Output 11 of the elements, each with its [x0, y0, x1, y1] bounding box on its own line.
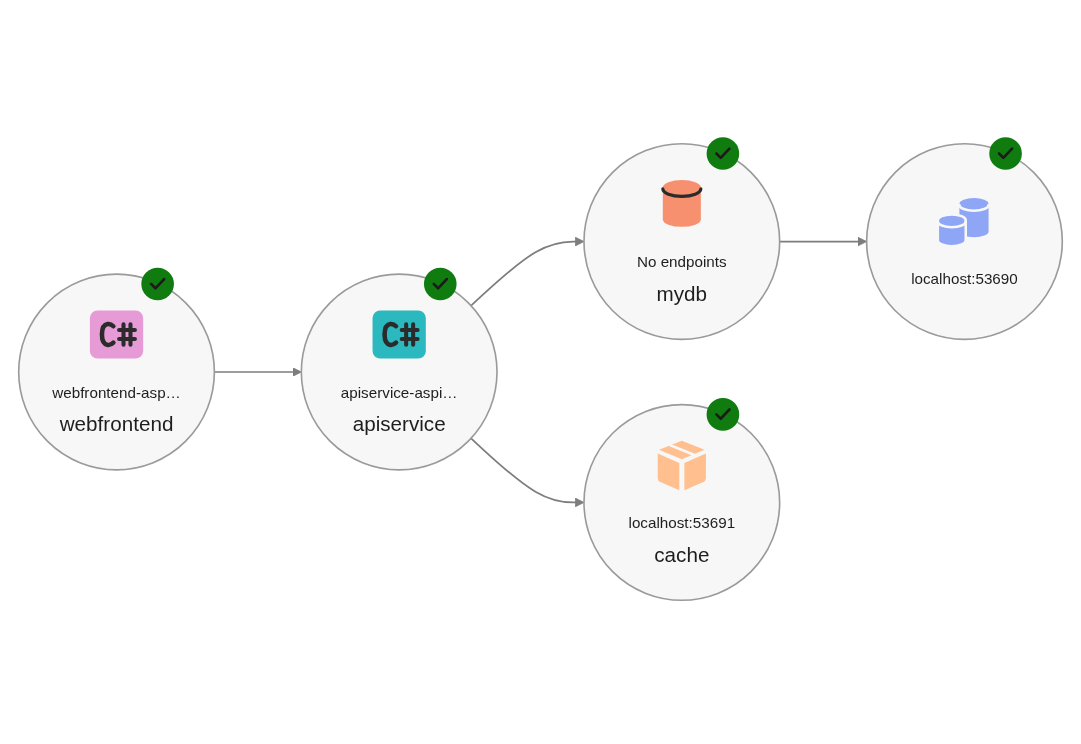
resource-name: apiservice — [351, 411, 447, 438]
endpoint-text: localhost:53691 — [627, 512, 737, 534]
resource-name: cache — [653, 542, 711, 569]
arrow — [470, 437, 585, 508]
arrow — [470, 236, 585, 307]
endpoint-text: localhost:53690 — [910, 269, 1019, 290]
endpoint-text: webfrontend-asp… — [51, 382, 182, 403]
resource-name: mydb — [655, 281, 709, 308]
endpoint-text: apiservice-aspi… — [339, 382, 459, 403]
endpoint-text: No endpoints — [635, 251, 728, 273]
resource-name: webfrontend — [58, 411, 175, 438]
